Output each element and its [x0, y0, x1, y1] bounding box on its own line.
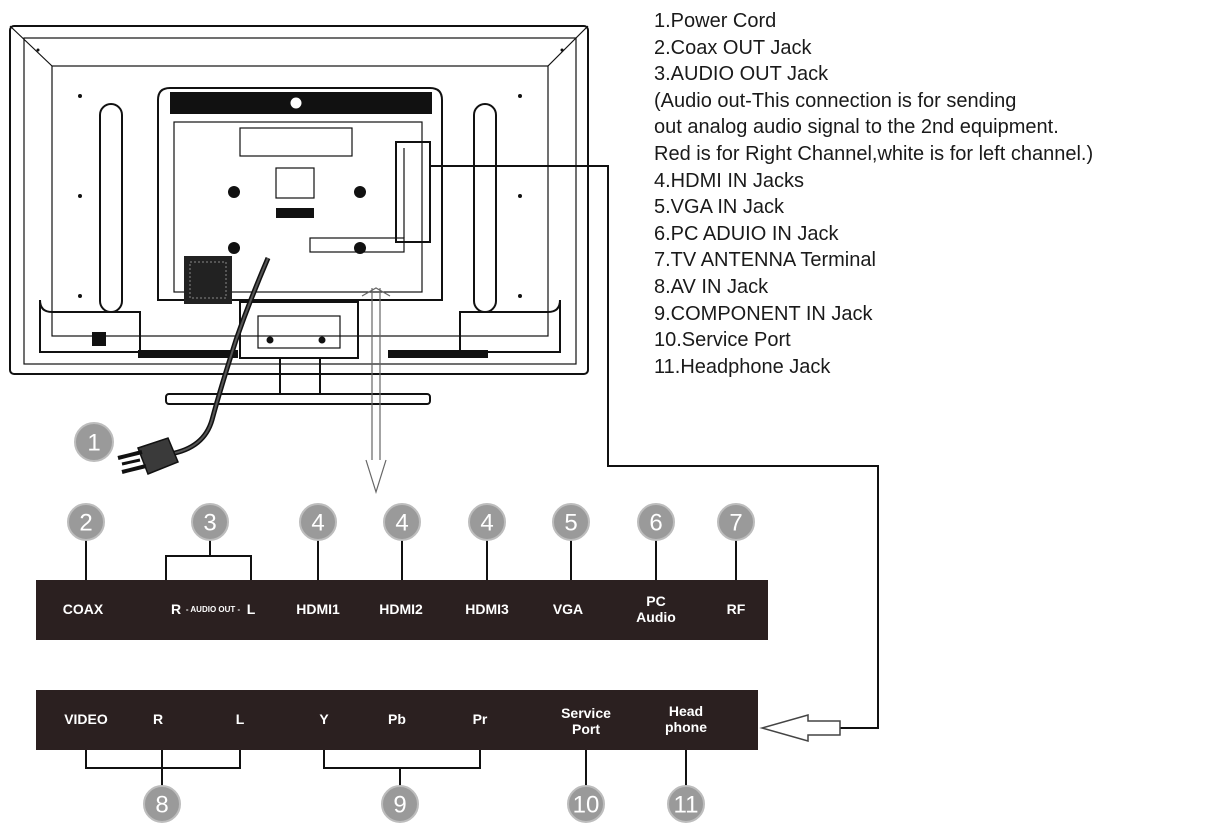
audio-out-label: - AUDIO OUT - — [186, 605, 241, 614]
bottom-jack-panel — [36, 690, 758, 750]
audio-out-r-label: R — [171, 601, 181, 617]
legend-item: 8.AV IN Jack — [654, 275, 769, 298]
callout-6-number: 6 — [649, 510, 662, 537]
legend-item: 7.TV ANTENNA Terminal — [654, 249, 876, 272]
service-port-label-line1: Service — [561, 705, 611, 721]
pc-audio-label-line1: PC — [646, 593, 665, 609]
hdmi3-label: HDMI3 — [465, 601, 509, 617]
rf-label: RF — [727, 601, 746, 617]
tv-lower-left — [39, 299, 141, 353]
tv-outer-frame — [9, 25, 589, 375]
power-plug-icon — [137, 437, 179, 475]
pc-audio-label-line2: Audio — [636, 609, 676, 625]
tv-rib-left — [99, 103, 123, 313]
callout-3-number: 3 — [203, 510, 216, 537]
callout-9: 9 — [381, 785, 419, 823]
side-jack-arrow — [759, 714, 841, 742]
tv-back-illustration — [9, 25, 589, 405]
headphone-label-line2: phone — [665, 719, 707, 735]
coax-label: COAX — [63, 601, 104, 617]
callout-4c-number: 4 — [480, 510, 493, 537]
component-pr-label: Pr — [473, 711, 488, 727]
top-jack-panel — [36, 580, 768, 640]
bottom-leaders — [85, 750, 687, 788]
power-cord — [117, 257, 271, 475]
callout-8: 8 — [143, 785, 181, 823]
legend-item: out analog audio signal to the 2nd equip… — [654, 116, 1059, 139]
callout-1: 1 — [74, 422, 114, 462]
legend-item: Red is for Right Channel,white is for le… — [654, 142, 1094, 165]
hdmi1-label: HDMI1 — [296, 601, 340, 617]
legend-item: (Audio out-This connection is for sendin… — [654, 89, 1017, 112]
callout-8-number: 8 — [155, 792, 168, 819]
callout-1-number: 1 — [87, 430, 100, 457]
legend-item: 1.Power Cord — [654, 10, 777, 32]
callout-2: 2 — [67, 503, 105, 541]
tv-label-plate — [239, 127, 353, 157]
hdmi2-label: HDMI2 — [379, 601, 423, 617]
callout-4-hdmi3: 4 — [468, 503, 506, 541]
service-port-label-line2: Port — [572, 721, 600, 737]
top-leaders — [85, 538, 737, 580]
callout-5: 5 — [552, 503, 590, 541]
legend-item: 2.Coax OUT Jack — [654, 36, 812, 59]
legend-item: 3.AUDIO OUT Jack — [654, 63, 829, 86]
tv-inner-frame — [23, 37, 577, 365]
callout-10-number: 10 — [573, 792, 600, 819]
legend-item: 4.HDMI IN Jacks — [654, 169, 805, 192]
tv-rear-panel — [51, 65, 549, 337]
legend-item: 5.VGA IN Jack — [654, 196, 785, 219]
callout-10: 10 — [567, 785, 605, 823]
callout-3: 3 — [191, 503, 229, 541]
component-y-label: Y — [319, 711, 329, 727]
tv-stand-base — [165, 393, 431, 405]
callout-11: 11 — [667, 785, 705, 823]
callout-2-number: 2 — [79, 510, 92, 537]
legend-item: 11.Headphone Jack — [654, 355, 831, 378]
callout-7: 7 — [717, 503, 755, 541]
side-jack-leader-line — [430, 165, 879, 729]
component-pb-label: Pb — [388, 711, 406, 727]
callout-4a-number: 4 — [311, 510, 324, 537]
legend-item: 6.PC ADUIO IN Jack — [654, 222, 839, 245]
down-arrow — [361, 287, 391, 495]
tv-speaker-grille — [184, 256, 232, 304]
callout-9-number: 9 — [393, 792, 406, 819]
legend-item: 9.COMPONENT IN Jack — [654, 302, 873, 325]
audio-out-l-label: L — [247, 601, 256, 617]
callout-4b-number: 4 — [395, 510, 408, 537]
av-l-label: L — [236, 711, 245, 727]
tv-center-housing — [157, 87, 443, 301]
callout-4-hdmi1: 4 — [299, 503, 337, 541]
callout-6: 6 — [637, 503, 675, 541]
tv-lower-right — [459, 299, 561, 353]
video-label: VIDEO — [64, 711, 108, 727]
headphone-label-line1: Head — [669, 703, 703, 719]
tv-rib-right — [473, 103, 497, 313]
callout-11-number: 11 — [674, 792, 699, 819]
callout-4-hdmi2: 4 — [383, 503, 421, 541]
vga-label: VGA — [553, 601, 583, 617]
tv-side-jacks — [395, 141, 431, 243]
av-r-label: R — [153, 711, 163, 727]
callout-5-number: 5 — [564, 510, 577, 537]
legend: 1.Power Cord 2.Coax OUT Jack 3.AUDIO OUT… — [654, 8, 1214, 380]
legend-item: 10.Service Port — [654, 329, 791, 352]
callout-7-number: 7 — [729, 510, 742, 537]
